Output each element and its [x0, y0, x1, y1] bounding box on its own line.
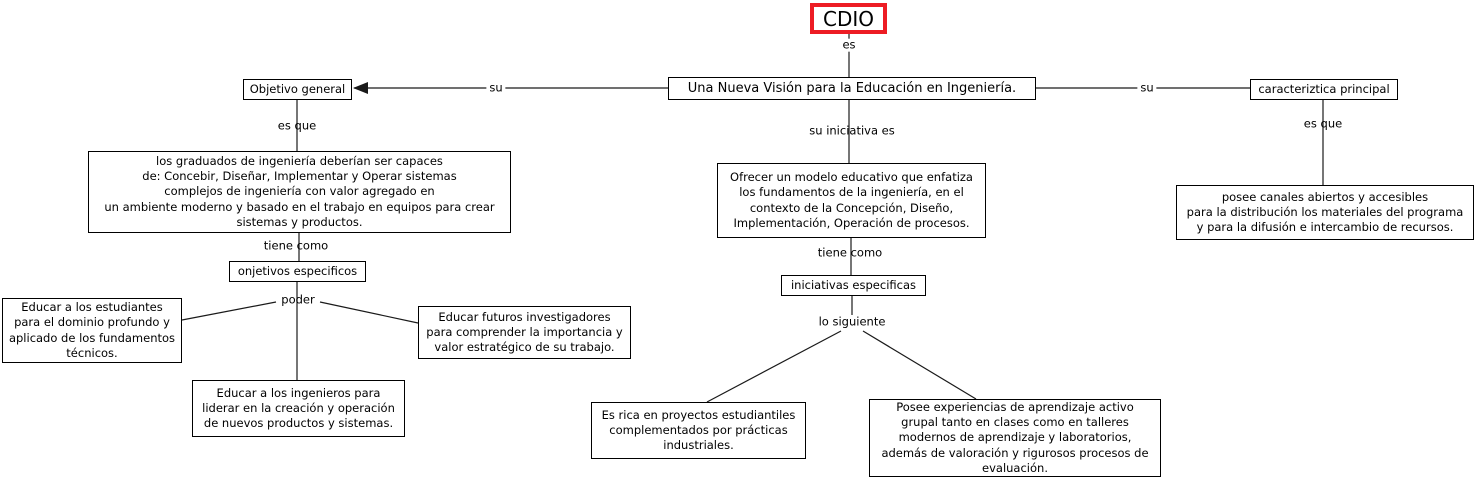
link-label-es-que-izquierda: es que — [277, 118, 317, 133]
node-cdio: CDIO — [810, 3, 887, 34]
link-label-es-que-derecha: es que — [1303, 116, 1343, 131]
node-educar-estudiantes: Educar a los estudiantes para el dominio… — [2, 298, 182, 363]
node-educar-investigadores: Educar futuros investigadores para compr… — [418, 306, 631, 359]
link-label-lo-siguiente: lo siguiente — [818, 314, 886, 329]
node-ofrecer-modelo: Ofrecer un modelo educativo que enfatiza… — [717, 163, 986, 238]
node-graduados: los graduados de ingeniería deberían ser… — [88, 151, 511, 233]
connector-line — [706, 330, 842, 403]
node-vision: Una Nueva Visión para la Educación en In… — [668, 77, 1036, 100]
node-posee-experiencias: Posee experiencias de aprendizaje activo… — [869, 399, 1161, 477]
node-es-rica: Es rica en proyectos estudiantiles compl… — [591, 402, 806, 459]
arrowhead-icon — [353, 82, 368, 94]
node-objetivos-especificos: onjetivos especificos — [229, 261, 366, 282]
connector-line — [862, 330, 977, 400]
link-label-tiene-como-centro: tiene como — [817, 245, 883, 260]
node-objetivo-general: Objetivo general — [243, 79, 352, 100]
node-canales-abiertos: posee canales abiertos y accesibles para… — [1176, 185, 1474, 240]
connector-line — [181, 301, 277, 321]
link-label-su-iniciativa-es: su iniciativa es — [809, 123, 895, 138]
link-label-poder: poder — [281, 292, 315, 307]
node-educar-ingenieros: Educar a los ingenieros para liderar en … — [192, 380, 405, 437]
link-label-tiene-como-izquierda: tiene como — [263, 238, 329, 253]
link-label-su-izquierda: su — [486, 82, 506, 95]
node-iniciativas-especificas: iniciativas especificas — [781, 275, 926, 296]
link-label-es: es — [839, 39, 859, 52]
link-label-su-derecha: su — [1137, 82, 1157, 95]
node-caracteristica-principal: caracteriztica principal — [1250, 79, 1398, 100]
connector-line — [319, 301, 419, 324]
